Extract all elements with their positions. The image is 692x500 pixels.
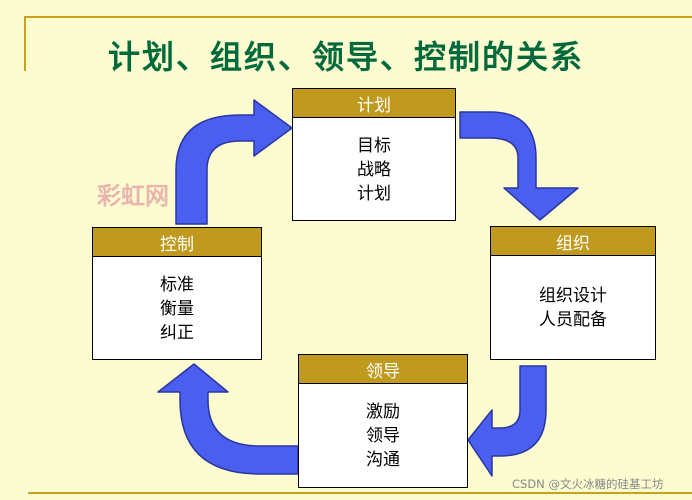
box-control-line: 纠正 — [160, 322, 194, 343]
arrow-lead-to-control — [157, 363, 299, 475]
box-lead-body: 激励 领导 沟通 — [299, 384, 467, 488]
box-plan: 计划 目标 战略 计划 — [292, 88, 456, 221]
arrow-organize-to-lead — [467, 365, 547, 477]
box-lead: 领导 激励 领导 沟通 — [298, 354, 468, 488]
box-plan-line: 计划 — [357, 183, 391, 204]
box-control: 控制 标准 衡量 纠正 — [92, 227, 262, 360]
arrow-control-to-plan — [175, 99, 293, 225]
box-organize-body: 组织设计 人员配备 — [491, 256, 655, 360]
box-organize-line: 组织设计 — [539, 286, 607, 306]
page-title: 计划、组织、领导、控制的关系 — [107, 38, 584, 76]
box-control-line: 标准 — [160, 274, 194, 295]
box-plan-line: 战略 — [357, 159, 391, 180]
credit-text: CSDN @文火冰糖的硅基工坊 — [512, 477, 664, 491]
box-plan-header: 计划 — [293, 89, 455, 118]
watermark-logo: 彩虹网 — [97, 182, 169, 210]
frame-bottom-rule — [28, 492, 692, 494]
frame-top-rule — [24, 16, 692, 18]
box-organize: 组织 组织设计 人员配备 — [490, 226, 656, 360]
box-lead-line: 沟通 — [366, 450, 400, 470]
frame-left-rule — [24, 16, 26, 71]
box-organize-line: 人员配备 — [539, 310, 607, 330]
box-plan-body: 目标 战略 计划 — [293, 118, 455, 221]
box-control-header: 控制 — [93, 228, 261, 257]
box-lead-line: 激励 — [366, 402, 400, 422]
box-lead-header: 领导 — [299, 355, 467, 384]
box-organize-header: 组织 — [491, 227, 655, 256]
box-control-body: 标准 衡量 纠正 — [93, 257, 261, 360]
arrow-plan-to-organize — [459, 111, 579, 221]
box-lead-line: 领导 — [366, 426, 400, 446]
box-control-line: 衡量 — [160, 298, 194, 319]
box-plan-line: 目标 — [357, 135, 391, 156]
